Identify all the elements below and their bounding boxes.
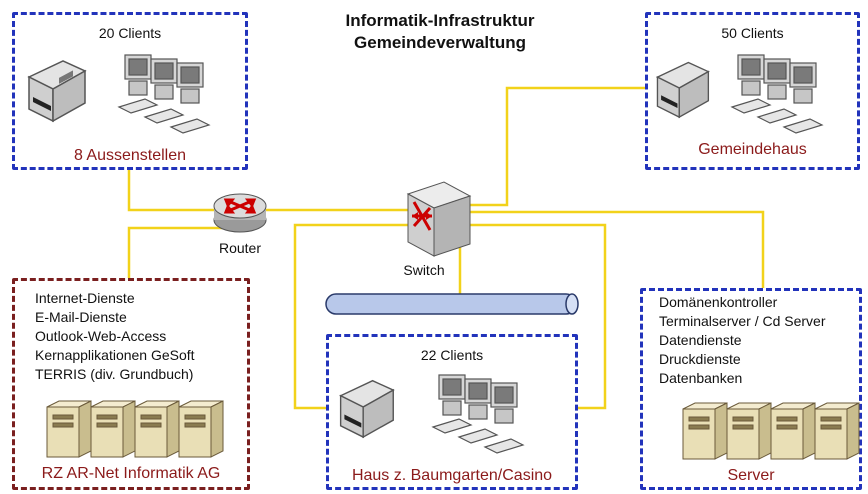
switch-icon bbox=[404, 180, 474, 265]
site-label: Haus z. Baumgarten/Casino bbox=[351, 467, 553, 484]
workstation-icon bbox=[728, 51, 840, 148]
server-tower-icon bbox=[677, 401, 861, 468]
router-icon bbox=[212, 186, 268, 241]
service-item: Internet-Dienste bbox=[35, 290, 135, 306]
backbone-bus-icon bbox=[320, 292, 582, 321]
site-baumgarten: 22 Clients Haus z. Baumgarten/Casino bbox=[326, 334, 578, 490]
site-server: Domänenkontroller Terminalserver / Cd Se… bbox=[640, 288, 862, 490]
service-item: Domänenkontroller bbox=[659, 294, 778, 310]
client-count: 22 Clients bbox=[420, 347, 484, 363]
service-item: Datendienste bbox=[659, 332, 742, 348]
printer-icon bbox=[335, 373, 397, 446]
printer-icon bbox=[23, 53, 89, 130]
switch-label: Switch bbox=[403, 262, 445, 278]
title-line-2: Gemeindeverwaltung bbox=[354, 33, 526, 52]
site-label: Gemeindehaus bbox=[698, 141, 807, 158]
workstation-icon bbox=[429, 371, 541, 468]
diagram-title: Informatik-Infrastruktur Gemeindeverwalt… bbox=[290, 10, 590, 54]
datacenter-rz: Internet-Dienste E-Mail-Dienste Outlook-… bbox=[12, 278, 250, 490]
printer-icon bbox=[652, 55, 712, 126]
service-item: Druckdienste bbox=[659, 351, 741, 367]
site-gemeindehaus: 50 Clients Gemeindehaus bbox=[645, 12, 860, 170]
site-label: RZ AR-Net Informatik AG bbox=[41, 465, 221, 482]
service-item: Terminalserver / Cd Server bbox=[659, 313, 826, 329]
client-count: 50 Clients bbox=[721, 25, 784, 41]
server-tower-icon bbox=[41, 399, 225, 466]
service-item: Outlook-Web-Access bbox=[35, 328, 167, 344]
service-item: Datenbanken bbox=[659, 370, 743, 386]
site-label: Server bbox=[727, 467, 775, 484]
site-label: 8 Aussenstellen bbox=[73, 147, 187, 164]
client-count: 20 Clients bbox=[98, 25, 162, 41]
site-aussenstellen: 20 Clients 8 Aussenstellen bbox=[12, 12, 248, 170]
service-list: Domänenkontroller Terminalserver / Cd Se… bbox=[659, 293, 826, 388]
router-label: Router bbox=[218, 240, 262, 256]
service-item: Kernapplikationen GeSoft bbox=[35, 347, 195, 363]
title-line-1: Informatik-Infrastruktur bbox=[345, 11, 535, 30]
service-list: Internet-Dienste E-Mail-Dienste Outlook-… bbox=[35, 289, 195, 384]
workstation-icon bbox=[115, 51, 227, 148]
service-item: E-Mail-Dienste bbox=[35, 309, 127, 325]
service-item: TERRIS (div. Grundbuch) bbox=[35, 366, 194, 382]
